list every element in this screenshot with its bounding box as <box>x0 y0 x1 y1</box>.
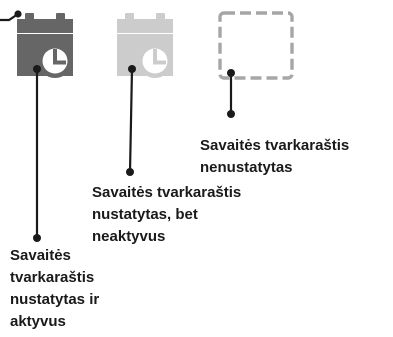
label-unset-schedule: Savaitės tvarkaraštis nenustatytas <box>200 135 349 179</box>
label-unset-line-1: Savaitės tvarkaraštis <box>200 137 350 154</box>
label-inactive-schedule: Savaitės tvarkaraštis nustatytas, bet ne… <box>92 182 241 248</box>
label-inactive-line-3: neaktyvus <box>92 228 166 245</box>
calendar-clock-icon <box>17 13 73 78</box>
leader-dot-topleft <box>14 10 22 18</box>
label-active-line-3: nustatytas ir <box>10 291 100 308</box>
label-unset-line-2: nenustatytas <box>200 159 293 176</box>
label-active-schedule: Savaitės tvarkaraštis nustatytas ir akty… <box>10 245 99 333</box>
leader-line-inactive <box>128 68 134 173</box>
leader-dot-inactive-bottom <box>126 168 134 176</box>
leader-dot-active-bottom <box>33 234 41 242</box>
label-inactive-line-1: Savaitės tvarkaraštis <box>92 184 242 201</box>
label-active-line-2: tvarkaraštis <box>10 269 95 286</box>
dashed-outline-icon <box>218 11 294 80</box>
label-active-line-1: Savaitės <box>10 247 71 264</box>
leader-line-topleft <box>0 13 19 22</box>
label-active-line-4: aktyvus <box>10 313 66 330</box>
calendar-clock-inactive-icon <box>117 13 173 78</box>
label-inactive-line-2: nustatytas, bet <box>92 206 198 223</box>
leader-dot-unset-bottom <box>227 110 235 118</box>
